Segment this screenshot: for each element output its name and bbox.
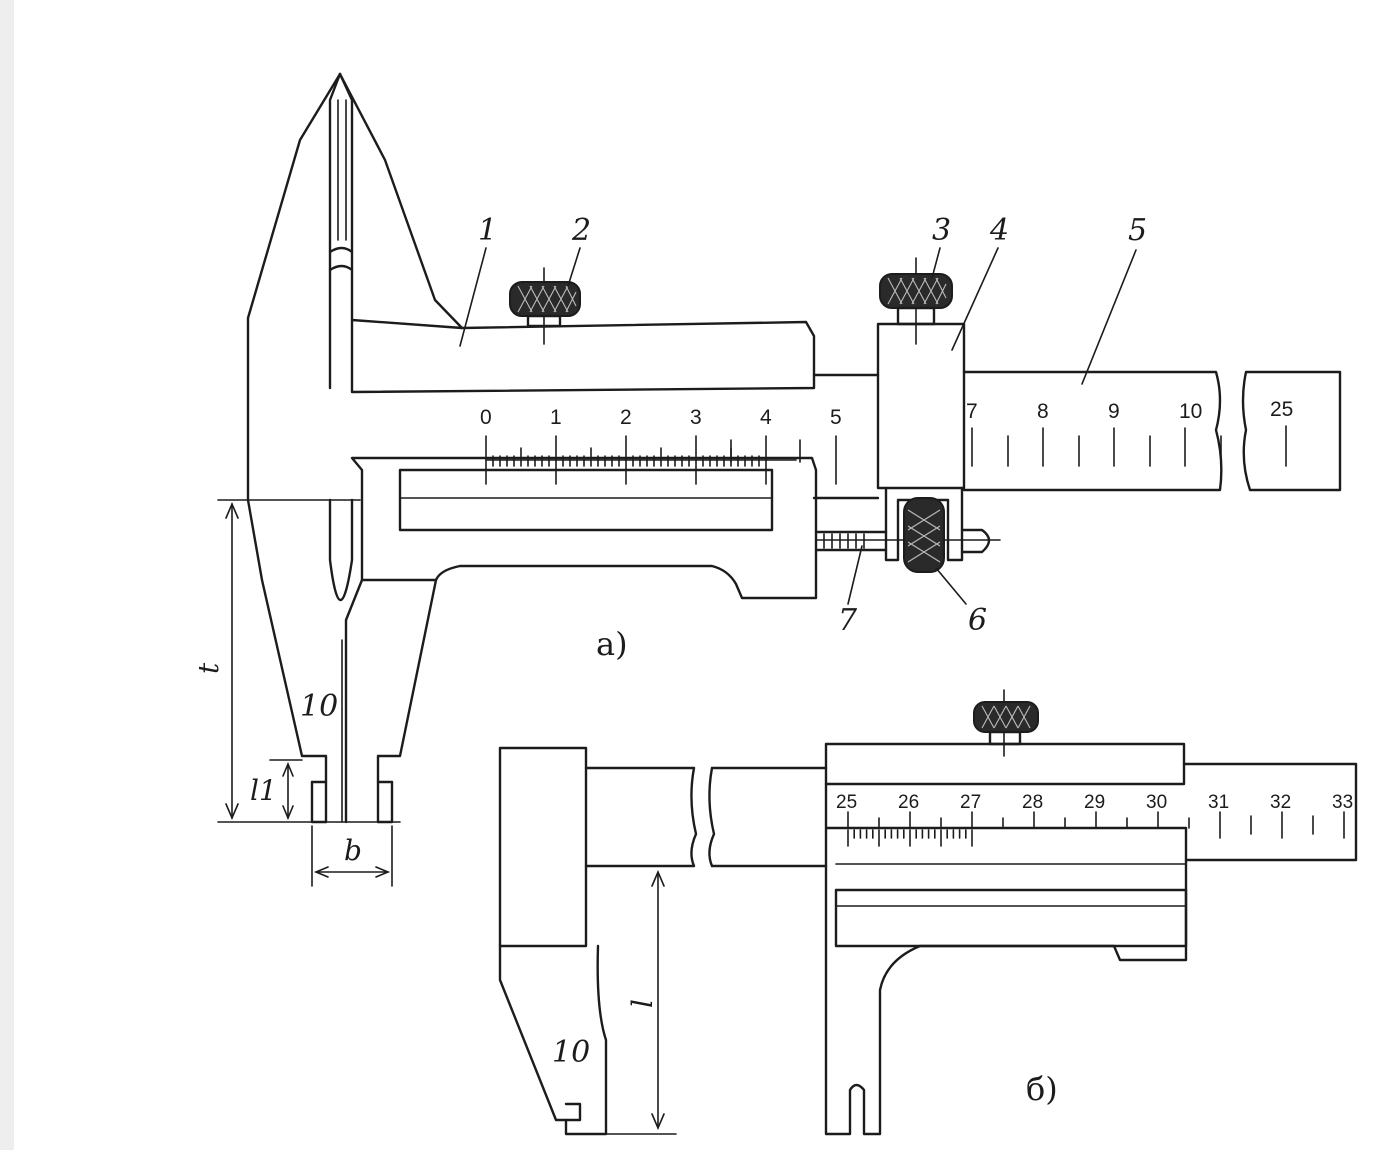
lower-jaws <box>246 498 438 824</box>
jaw-label-10: 10 <box>552 1035 590 1070</box>
callout-6: 6 <box>968 603 987 638</box>
figure-b-label: б) <box>1026 1070 1058 1108</box>
callout-2: 2 <box>571 213 591 248</box>
callout-3: 3 <box>932 213 951 248</box>
scale-label-a: 3 <box>690 406 702 429</box>
figure-a-label: а) <box>596 625 628 663</box>
dimension-l-b: l <box>626 869 665 1131</box>
bar-segment <box>812 373 880 500</box>
figure-b: 10 25 26 27 28 29 30 31 32 33 <box>498 689 1358 1136</box>
dimension-l: l <box>626 999 659 1008</box>
dimension-t: t <box>192 662 225 674</box>
upper-jaws <box>246 72 464 502</box>
scale-label-a: 2 <box>620 406 632 429</box>
callout-4: 4 <box>989 213 1009 248</box>
scale-label-a: 5 <box>830 406 842 429</box>
scale-label-beam-a: 8 <box>1037 400 1049 423</box>
scale-label-b: 28 <box>1022 792 1043 813</box>
page-edge <box>0 0 14 1150</box>
scale-label-b: 25 <box>836 792 857 813</box>
scale-label-b: 33 <box>1332 792 1353 813</box>
vernier-frame <box>350 456 818 600</box>
clamp-screw-b <box>973 689 1039 757</box>
scale-label-end-a: 25 <box>1270 398 1293 421</box>
scale-label-beam-a: 10 <box>1179 400 1202 423</box>
scale-label-b: 27 <box>960 792 981 813</box>
scale-label-b: 29 <box>1084 792 1105 813</box>
callouts-a: 1 2 3 4 5 6 7 10 <box>300 213 1147 724</box>
dimensions-a: t l1 b <box>192 499 401 887</box>
beam-b <box>1182 762 1358 862</box>
callout-7: 7 <box>838 603 858 638</box>
scale-label-b: 30 <box>1146 792 1167 813</box>
beam-5 <box>962 370 1342 492</box>
clamp-screw-2 <box>509 267 581 345</box>
scale-label-b: 31 <box>1208 792 1229 813</box>
scale-label-beam-a: 7 <box>966 400 978 423</box>
dimension-l1: l1 <box>250 774 277 807</box>
callout-10: 10 <box>300 689 338 724</box>
beam-scale-ticks: 7 8 9 10 25 <box>966 398 1293 467</box>
scale-label-a: 4 <box>760 406 772 429</box>
scale-label-a: 0 <box>480 406 492 429</box>
vernier-frame-b <box>824 742 1188 1136</box>
scale-label-beam-a: 9 <box>1108 400 1120 423</box>
dimension-b: b <box>344 834 362 867</box>
callout-5: 5 <box>1128 213 1147 248</box>
bar-b <box>584 766 828 868</box>
scale-label-a: 1 <box>550 406 562 429</box>
fixed-jaw-b: 10 <box>498 746 677 1136</box>
frame-1 <box>350 318 816 394</box>
callout-1: 1 <box>478 213 497 248</box>
main-scale-ticks-b: 25 26 27 28 29 30 31 32 33 <box>836 792 1353 847</box>
fine-adjust-6-7 <box>814 497 1001 573</box>
main-scale-ticks: 0 1 2 3 4 5 <box>480 406 842 485</box>
scale-label-b: 26 <box>898 792 919 813</box>
clamp-screw-3 <box>879 257 953 345</box>
scale-label-b: 32 <box>1270 792 1291 813</box>
